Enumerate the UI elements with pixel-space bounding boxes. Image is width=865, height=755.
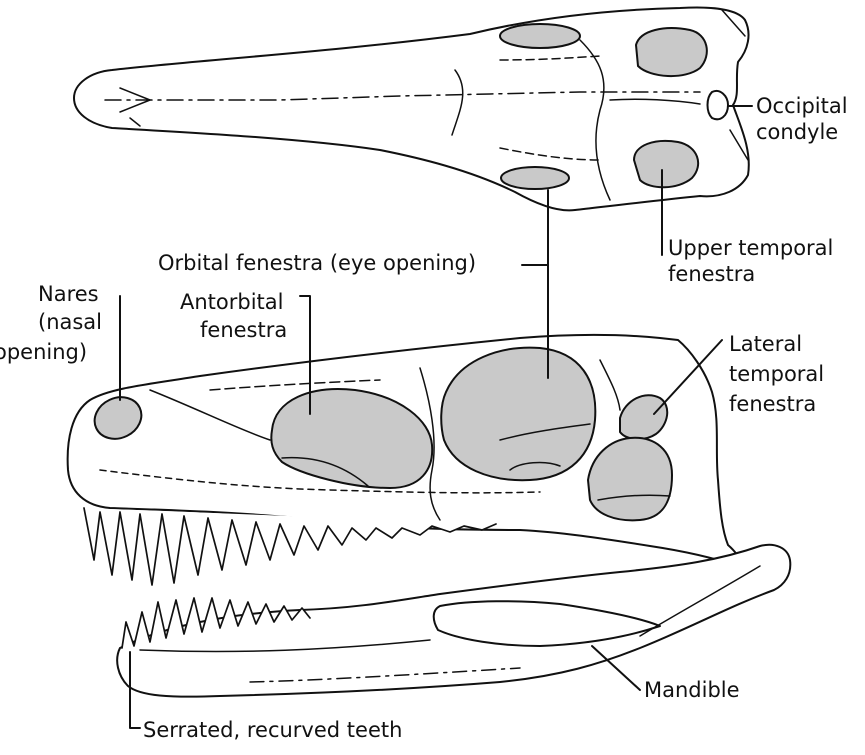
label-upper-temporal-line2: fenestra [668, 262, 755, 287]
label-lateral-line2: temporal [729, 362, 824, 387]
label-nares-line2: (nasal [38, 310, 102, 335]
label-orbital-fenestra: Orbital fenestra (eye opening) [158, 251, 476, 276]
label-antorbital-line2: fenestra [200, 318, 287, 343]
orbital-fenestra-shape [441, 348, 595, 481]
label-nares-line3: opening) [0, 340, 87, 365]
label-antorbital-line1: Antorbital [180, 290, 284, 315]
top-temporal-upper [636, 28, 707, 76]
label-teeth: Serrated, recurved teeth [143, 718, 402, 743]
top-temporal-lower [634, 141, 698, 187]
label-nares-line1: Nares [38, 282, 99, 307]
label-upper-temporal-line1: Upper temporal [668, 236, 833, 261]
top-orbit-lower [501, 167, 569, 189]
label-occipital-line2: condyle [756, 120, 838, 145]
occipital-condyle-shape [708, 91, 729, 119]
label-lateral-line3: fenestra [729, 392, 816, 417]
label-mandible: Mandible [644, 678, 740, 703]
label-occipital-line1: Occipital [756, 94, 848, 119]
top-orbit-upper [500, 24, 580, 48]
label-lateral-line1: Lateral [729, 332, 802, 357]
skull-top-view [74, 8, 749, 211]
skull-side-view [68, 335, 791, 697]
